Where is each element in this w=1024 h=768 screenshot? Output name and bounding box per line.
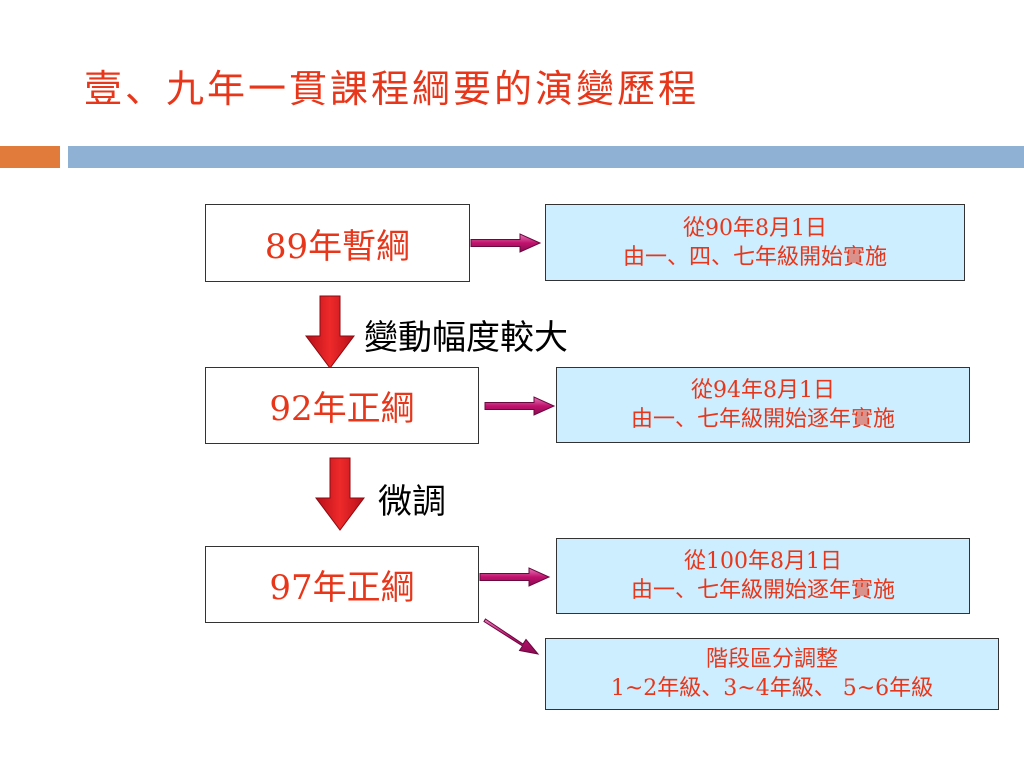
right-arrow-icon: [470, 233, 542, 253]
info-line: 由一、七年級開始逐年實施: [630, 578, 895, 603]
version-label: 97年正綱: [269, 568, 415, 608]
change-label-major: 變動幅度較大: [364, 318, 568, 358]
version-box-92: 92年正綱: [205, 367, 479, 444]
info-line: 1~2年級、3~4年級、 5~6年級: [610, 676, 934, 701]
right-arrow-icon: [484, 396, 556, 416]
info-line: 階段區分調整: [705, 647, 838, 672]
info-line: 從90年8月1日: [683, 215, 827, 241]
right-arrow-icon: [479, 567, 551, 587]
info-line: 由一、七年級開始逐年實施: [630, 407, 895, 432]
info-box-89: 從90年8月1日 由一、四、七年級開始實施: [545, 204, 965, 281]
down-arrow-icon: [305, 295, 355, 369]
version-label: 89年暫綱: [264, 226, 411, 267]
change-label-minor: 微調: [378, 482, 446, 522]
info-box-97: 從100年8月1日 由一、七年級開始逐年實施: [556, 538, 970, 614]
info-box-92: 從94年8月1日 由一、七年級開始逐年實施: [556, 367, 970, 443]
info-line: 由一、四、七年級開始實施: [622, 244, 887, 270]
title-underline-accent: [0, 146, 60, 168]
info-line: 從100年8月1日: [684, 549, 842, 574]
slide-title: 壹、九年一貫課程綱要的演變歷程: [84, 67, 700, 111]
info-line: 從94年8月1日: [691, 378, 835, 403]
info-box-stage-adjust: 階段區分調整 1~2年級、3~4年級、 5~6年級: [545, 638, 999, 710]
version-box-97: 97年正綱: [205, 546, 479, 623]
title-underline-bar: [68, 146, 1024, 168]
down-arrow-icon: [315, 457, 365, 531]
diagonal-arrow-icon: [483, 618, 540, 655]
version-box-89: 89年暫綱: [205, 204, 470, 282]
version-label: 92年正綱: [269, 389, 415, 429]
